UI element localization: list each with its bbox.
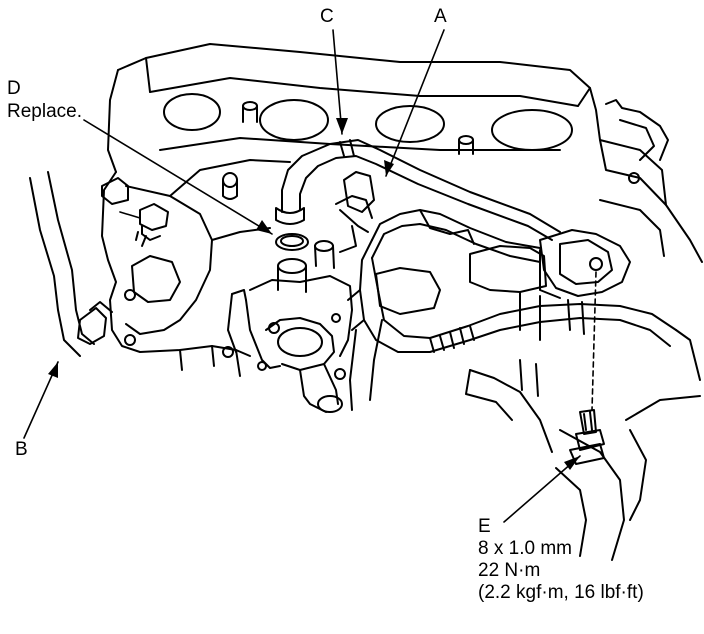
hose-clamp-a (335, 171, 375, 253)
torque-alt-units: (2.2 kgf·m, 16 lbf·ft) (478, 582, 644, 603)
thermostat-housing (227, 240, 353, 413)
bolt-size: 8 x 1.0 mm (478, 538, 572, 559)
mount-bolt (135, 203, 169, 247)
leader-c (332, 29, 343, 135)
leader-e (503, 455, 581, 523)
callout-label-b: B (15, 439, 28, 460)
leader-lines (23, 29, 597, 523)
engine-block (101, 159, 291, 377)
callout-label-a: A (434, 6, 447, 27)
connector-bracket (375, 229, 631, 397)
arrowheads (48, 118, 580, 470)
callout-e-spec: E 8 x 1.0 mm 22 N·m (2.2 kgf·m, 16 lbf·f… (478, 516, 644, 604)
flange-bolt-e (569, 409, 605, 465)
wire-harness (347, 209, 677, 411)
callout-label-d: D (7, 78, 21, 99)
arrowhead-d (256, 220, 272, 234)
o-ring-d (275, 233, 309, 251)
arrowhead-c (336, 118, 348, 134)
heater-hose-b (29, 171, 113, 357)
arrowhead-e (564, 456, 580, 470)
bolt-axis (591, 271, 597, 411)
bypass-hose-c (275, 139, 561, 241)
callout-label-c: C (320, 6, 334, 27)
arrowhead-b (48, 362, 58, 378)
leader-bolt (119, 211, 141, 219)
lower-casting (465, 329, 701, 561)
cylinder-head (107, 43, 703, 263)
callout-label-e: E (478, 516, 491, 537)
leader-d (83, 119, 273, 235)
leader-a (385, 29, 445, 177)
torque-nm: 22 N·m (478, 560, 541, 581)
arrowhead-a (384, 160, 394, 176)
callout-note-d: Replace. (7, 101, 82, 122)
